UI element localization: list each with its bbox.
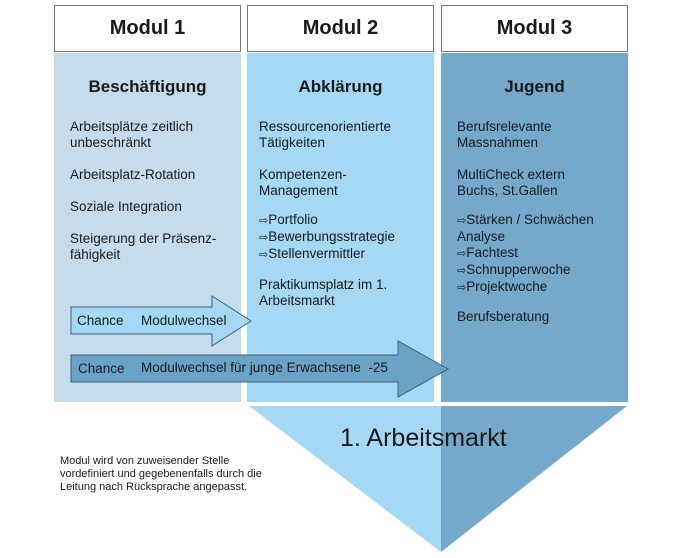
module-2-header: Modul 2 — [247, 5, 434, 52]
module-3-title: Jugend — [504, 77, 565, 96]
chance-arrow-2 — [70, 340, 450, 398]
arrow-1-label: Modulwechsel — [141, 313, 227, 328]
item: Arbeitsplätze zeitlich unbeschränkt — [70, 119, 194, 150]
item: Soziale Integration — [70, 199, 182, 214]
chance-arrow-1 — [70, 295, 252, 347]
module-1-title: Beschäftigung — [88, 77, 207, 96]
module-1-header: Modul 1 — [54, 5, 241, 52]
item: Praktikumsplatz im 1. Arbeitsmarkt — [259, 277, 388, 308]
bullet-item: Fachtest — [457, 245, 627, 262]
item: Berufsrelevante Massnahmen — [457, 119, 552, 150]
funnel-right — [441, 406, 627, 552]
arrow-2-label: Modulwechsel für junge Erwachsene -25 — [141, 360, 388, 375]
item: Berufsberatung — [457, 309, 550, 324]
funnel-left — [249, 406, 441, 552]
item: MultiCheck extern Buchs, St.Gallen — [457, 167, 566, 198]
item: Kompetenzen-Management — [259, 167, 347, 198]
module-2-title: Abklärung — [298, 77, 383, 96]
item: Arbeitsplatz-Rotation — [70, 167, 196, 182]
module-2-column: Abklärung Ressourcenorientierte Tätigkei… — [247, 53, 434, 402]
module-1-column: Beschäftigung Arbeitsplätze zeitlich unb… — [54, 53, 241, 402]
item: Steigerung der Präsenz-fähigkeit — [70, 231, 217, 262]
item: Ressourcenorientierte Tätigkeiten — [259, 119, 392, 150]
arrow-2-label-chance: Chance — [78, 361, 125, 376]
footnote: Modul wird von zuweisender Stelle vordef… — [60, 455, 262, 493]
module-3-column: Jugend Berufsrelevante Massnahmen MultiC… — [441, 53, 628, 402]
bullet-item: Stellenvermittler — [259, 246, 395, 263]
bullet-item: Stärken / Schwächen Analyse — [457, 212, 617, 245]
bullet-item: Projektwoche — [457, 279, 627, 296]
bullet-item: Bewerbungsstrategie — [259, 229, 395, 246]
bullet-item: Schnupperwoche — [457, 262, 627, 279]
bullet-item: Portfolio — [259, 212, 395, 229]
module-3-header: Modul 3 — [441, 5, 628, 52]
arrow-1-label-chance: Chance — [77, 313, 124, 328]
funnel-label: 1. Arbeitsmarkt — [340, 424, 507, 452]
